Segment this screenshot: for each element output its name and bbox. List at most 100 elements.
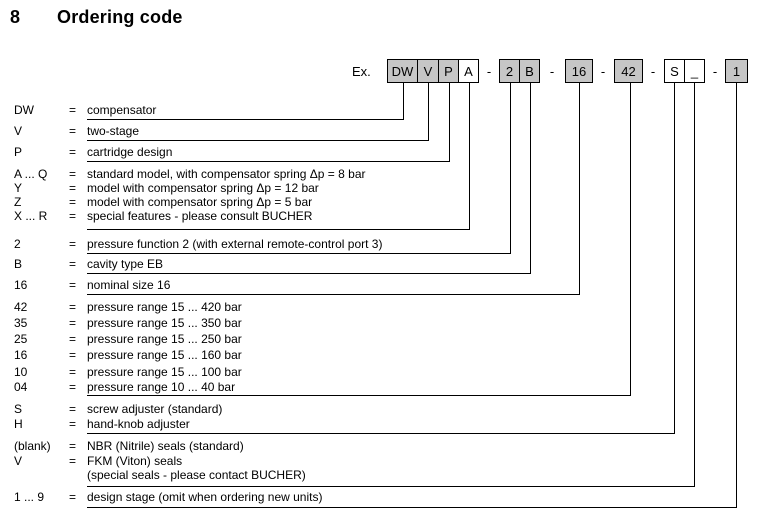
ordering-row-2: 2 = pressure function 2 (with external rem… <box>14 238 382 251</box>
ordering-row-35: 35 = pressure range 15 ... 350 bar <box>14 317 242 330</box>
row-code: 2 <box>14 237 21 251</box>
row-description: pressure range 10 ... 40 bar <box>87 380 236 394</box>
ordering-row-aq: A ... Q = standard model, with compensator… <box>14 168 366 181</box>
equals-sign: = <box>69 417 77 431</box>
leader-vline-16 <box>579 82 580 294</box>
row-description: cavity type EB <box>87 257 164 271</box>
leader-vline-blank <box>694 82 695 486</box>
code-separator: - <box>600 63 606 79</box>
ordering-row-25: 25 = pressure range 15 ... 250 bar <box>14 333 242 346</box>
row-code: Z <box>14 195 22 209</box>
code-separator: - <box>549 63 555 79</box>
equals-sign: = <box>69 167 77 181</box>
code-box-s: S <box>664 59 685 83</box>
leader-underline-s <box>87 433 675 434</box>
leader-underline-dw <box>87 119 404 120</box>
ordering-row-v: V=two-stage <box>14 125 139 138</box>
row-code: (blank) <box>14 439 51 453</box>
equals-sign: = <box>69 181 77 195</box>
equals-sign: = <box>69 490 77 504</box>
equals-sign: = <box>69 145 77 159</box>
ordering-row-z: Z=model with compensator spring Δp = 5 b… <box>14 196 312 209</box>
example-label: Ex. <box>352 64 371 79</box>
row-description: pressure range 15 ... 160 bar <box>87 348 242 362</box>
equals-sign: = <box>69 332 77 346</box>
equals-sign: = <box>69 316 77 330</box>
ordering-row-s: S = screw adjuster (standard) <box>14 403 222 416</box>
leader-vline-b <box>530 82 531 273</box>
ordering-row-b: B=cavity type EB <box>14 258 163 271</box>
ordering-row-xr: X ... R=special features - please consul… <box>14 210 312 223</box>
code-box-1: 1 <box>725 59 748 83</box>
code-separator: - <box>650 63 656 79</box>
leader-vline-1 <box>736 82 737 507</box>
row-description: FKM (Viton) seals <box>87 454 183 468</box>
equals-sign: = <box>69 237 77 251</box>
row-code: H <box>14 417 23 431</box>
row-description: compensator <box>87 103 157 117</box>
ordering-row-y: Y = model with compensator spring Δp = 12 … <box>14 182 319 195</box>
ordering-row-special-seals: (special seals - please contact BUCHER) <box>14 469 306 482</box>
leader-vline-s <box>674 82 675 433</box>
row-description: pressure function 2 (with external remot… <box>87 237 383 251</box>
leader-vline-a <box>469 82 470 229</box>
leader-vline-dw <box>403 82 404 119</box>
leader-underline-b <box>87 273 531 274</box>
leader-underline-16 <box>87 294 580 295</box>
code-separator: - <box>486 63 492 79</box>
leader-vline-42 <box>630 82 631 395</box>
row-code: 25 <box>14 332 28 346</box>
row-code: DW <box>14 103 34 117</box>
row-description: design stage (omit when ordering new uni… <box>87 490 323 504</box>
row-description: pressure range 15 ... 250 bar <box>87 332 242 346</box>
row-description: nominal size 16 <box>87 278 171 292</box>
row-code: 1 ... 9 <box>14 490 45 504</box>
leader-underline-2 <box>87 253 511 254</box>
row-code: 16 <box>14 348 28 362</box>
row-code: 35 <box>14 316 28 330</box>
leader-underline-p <box>87 161 450 162</box>
ordering-row-p: P=cartridge design <box>14 146 172 159</box>
row-description: (special seals - please contact BUCHER) <box>87 468 306 482</box>
code-box-p: P <box>438 59 459 83</box>
row-description: cartridge design <box>87 145 173 159</box>
equals-sign: = <box>69 365 77 379</box>
ordering-row-dw: DW=compensator <box>14 104 156 117</box>
row-code: B <box>14 257 23 271</box>
code-separator: - <box>712 63 718 79</box>
leader-underline-blank <box>87 486 695 487</box>
section-title: Ordering code <box>57 7 183 27</box>
row-code: Y <box>14 181 23 195</box>
code-box-2: 2 <box>499 59 520 83</box>
ordering-row-16: 16 = nominal size 16 <box>14 279 170 292</box>
ordering-row-04: 04=pressure range 10 ... 40 bar <box>14 381 235 394</box>
row-code: A ... Q <box>14 167 48 181</box>
row-code: S <box>14 402 23 416</box>
ordering-row-10: 10=pressure range 15 ... 100 bar <box>14 366 242 379</box>
equals-sign: = <box>69 439 77 453</box>
row-description: model with compensator spring Δp = 12 ba… <box>87 181 319 195</box>
row-description: two-stage <box>87 124 140 138</box>
equals-sign: = <box>69 300 77 314</box>
equals-sign: = <box>69 348 77 362</box>
row-description: model with compensator spring Δp = 5 bar <box>87 195 313 209</box>
row-description: pressure range 15 ... 350 bar <box>87 316 242 330</box>
ordering-row-16b: 16 = pressure range 15 ... 160 bar <box>14 349 242 362</box>
equals-sign: = <box>69 402 77 416</box>
row-code: X ... R <box>14 209 48 223</box>
row-description: screw adjuster (standard) <box>87 402 223 416</box>
row-description: standard model, with compensator spring … <box>87 167 366 181</box>
code-box-a: A <box>458 59 479 83</box>
ordering-row-fkm: V=FKM (Viton) seals <box>14 455 182 468</box>
row-description: pressure range 15 ... 420 bar <box>87 300 242 314</box>
equals-sign: = <box>69 278 77 292</box>
row-code: 16 <box>14 278 28 292</box>
row-code: 10 <box>14 365 28 379</box>
leader-vline-p <box>449 82 450 161</box>
leader-underline-1 <box>87 507 737 508</box>
ordering-row-h: H=hand-knob adjuster <box>14 418 190 431</box>
leader-vline-v <box>428 82 429 140</box>
leader-vline-2 <box>510 82 511 253</box>
